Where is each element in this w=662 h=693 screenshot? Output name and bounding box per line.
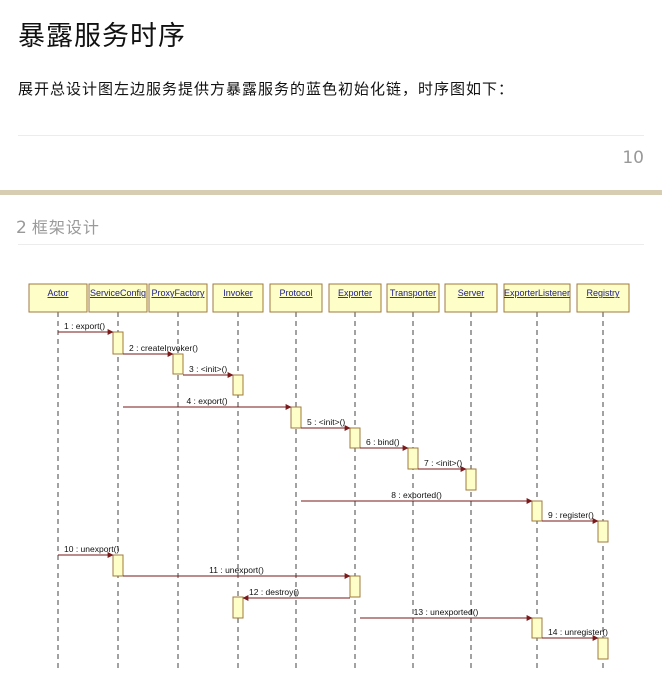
message-label: 12 : destroy() <box>249 587 299 597</box>
message-label: 1 : export() <box>64 321 105 331</box>
activation-bar <box>290 406 302 429</box>
activation-bar <box>597 637 609 660</box>
participant-box <box>576 283 630 313</box>
participant-label: Protocol <box>279 288 312 298</box>
participant-label: ExporterListener <box>504 288 570 298</box>
activation-bar <box>531 617 543 639</box>
intro-text: 展开总设计图左边服务提供方暴露服务的蓝色初始化链，时序图如下： <box>18 80 515 98</box>
page-number: 10 <box>622 148 644 168</box>
participant-box <box>386 283 440 313</box>
activation-bar <box>465 468 477 491</box>
participant-box <box>444 283 498 313</box>
activation-bar <box>597 520 609 543</box>
section-divider <box>18 244 644 245</box>
activation-bar <box>232 596 244 619</box>
participant-box <box>28 283 88 313</box>
message-label: 10 : unexport() <box>64 544 119 554</box>
message-label: 8 : exported() <box>391 490 442 500</box>
page-title: 暴露服务时序 <box>18 21 186 52</box>
sequence-diagram: 1 : export() 2 : createInvoker() 3 : <init… <box>28 283 630 668</box>
message-label: 14 : unregister() <box>548 627 608 637</box>
participant-label: Transporter <box>390 288 436 298</box>
participant-label: ProxyFactory <box>151 288 205 298</box>
activation-bar <box>112 331 124 355</box>
participant-label: ServiceConfig <box>90 288 146 298</box>
participant-label: Invoker <box>223 288 253 298</box>
activation-bar <box>531 500 543 522</box>
slide-divider <box>0 190 662 195</box>
message-label: 6 : bind() <box>366 437 400 447</box>
participant-box <box>328 283 382 313</box>
message-label: 2 : createInvoker() <box>129 343 198 353</box>
message-label: 4 : export() <box>186 396 227 406</box>
section-title: 框架设计 <box>31 218 100 237</box>
message-label: 13 : unexported() <box>414 607 479 617</box>
participant-label: Exporter <box>338 288 372 298</box>
activation-bar <box>407 447 419 470</box>
message-label: 11 : unexport() <box>209 565 264 575</box>
message-label: 3 : <init>() <box>189 364 227 374</box>
participant-box <box>269 283 323 313</box>
message-label: 7 : <init>() <box>424 458 462 468</box>
message-label: 9 : register() <box>548 510 594 520</box>
message-label: 5 : <init>() <box>307 417 345 427</box>
activation-bar <box>349 575 361 598</box>
participant-label: Registry <box>586 288 620 298</box>
activation-bar <box>172 353 184 375</box>
participant-box <box>88 283 148 313</box>
participant-box <box>212 283 264 313</box>
activation-bar <box>112 554 124 577</box>
participant-label: Server <box>458 288 485 298</box>
participant-label: Actor <box>47 288 68 298</box>
activation-bar <box>349 427 361 449</box>
activation-bar <box>232 374 244 396</box>
section-number: 2 <box>16 218 28 238</box>
participant-box <box>148 283 208 313</box>
divider <box>18 135 644 136</box>
participant-box <box>503 283 571 313</box>
